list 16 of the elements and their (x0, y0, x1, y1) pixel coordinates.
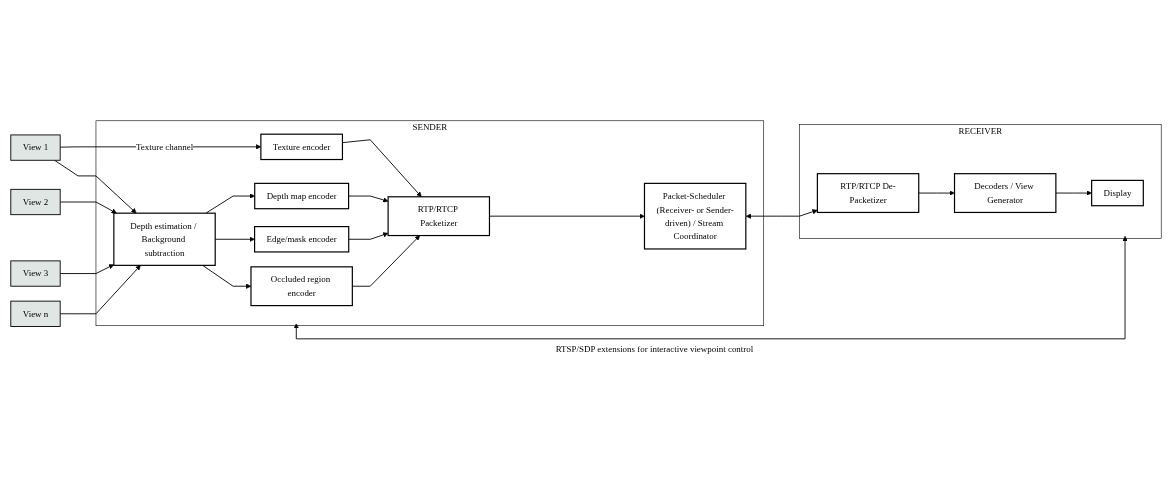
edge-label: Texture channel (135, 141, 194, 151)
node-box: RTP/RTCP Packetizer (387, 195, 491, 236)
node-box: Edge/mask encoder (254, 225, 350, 253)
node-box: RTP/RTCP De-Packetizer (816, 172, 920, 213)
node-box: View 2 (10, 188, 61, 215)
node-box: Decoders / View Generator (953, 172, 1057, 213)
node-box: Depth map encoder (254, 182, 350, 209)
node-box: View 3 (10, 259, 61, 287)
node-box: View 1 (10, 134, 61, 161)
node-box: Texture encoder (260, 133, 344, 160)
node-box: Display (1091, 179, 1144, 206)
node-box: View n (10, 300, 61, 327)
node-box: Packet-Scheduler (Receiver- or Sender-driven) / Stream Coordinator (643, 182, 747, 250)
node-box: Occluded region encoder (250, 265, 353, 306)
edge-label: RTSP/SDP extensions for interactive viewpoint control (555, 344, 754, 354)
node-box: Depth estimation / Background subtraction (113, 212, 216, 266)
